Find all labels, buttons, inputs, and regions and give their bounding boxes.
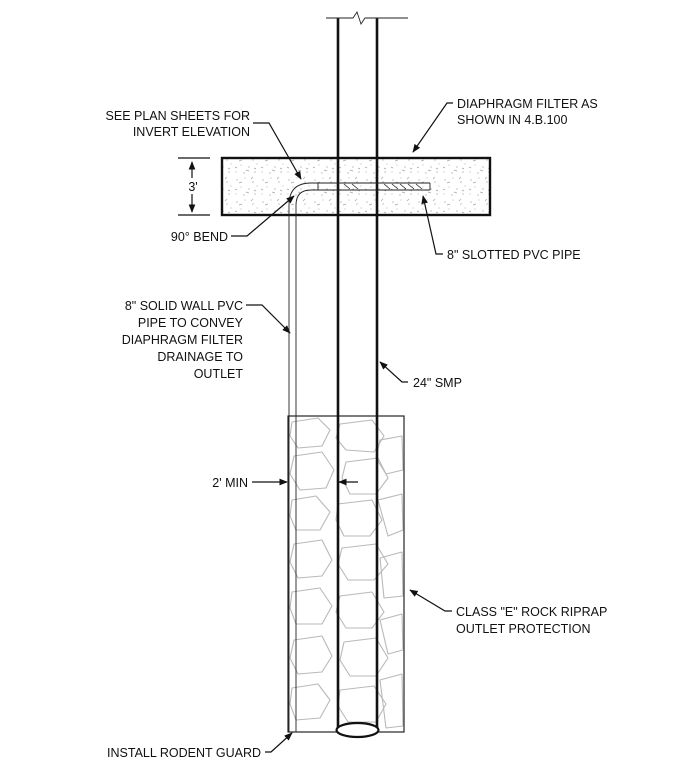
dim-3ft-label: 3' <box>188 180 197 194</box>
label-riprap-line2: OUTLET PROTECTION <box>456 622 591 636</box>
label-diaphragm-filter-line1: DIAPHRAGM FILTER AS <box>457 97 598 111</box>
label-solid-pvc-line2: PIPE TO CONVEY <box>138 316 244 330</box>
diaphragm-filter-block <box>220 156 492 217</box>
label-solid-pvc-line4: DRAINAGE TO <box>157 350 243 364</box>
label-plan-sheets-line1: SEE PLAN SHEETS FOR <box>106 109 250 123</box>
label-plan-sheets-line2: INVERT ELEVATION <box>133 125 250 139</box>
label-smp: 24" SMP <box>413 376 462 390</box>
label-diaphragm-filter-line2: SHOWN IN 4.B.100 <box>457 113 567 127</box>
dimension-3ft: 3' <box>178 157 210 216</box>
label-90-bend: 90° BEND <box>171 230 228 244</box>
leader-lines <box>231 102 453 753</box>
label-solid-pvc-line3: DIAPHRAGM FILTER <box>122 333 243 347</box>
label-riprap-line1: CLASS "E" ROCK RIPRAP <box>456 605 607 619</box>
riprap-block <box>287 415 405 733</box>
label-rodent-guard: INSTALL RODENT GUARD <box>107 746 261 760</box>
smp-pipe-24in <box>326 10 408 739</box>
label-2ft-min: 2' MIN <box>212 476 248 490</box>
label-slotted-pvc: 8" SLOTTED PVC PIPE <box>447 248 581 262</box>
label-solid-pvc-line5: OUTLET <box>194 367 244 381</box>
label-solid-pvc-line1: 8" SOLID WALL PVC <box>125 299 243 313</box>
callout-labels: SEE PLAN SHEETS FOR INVERT ELEVATION DIA… <box>106 97 608 760</box>
